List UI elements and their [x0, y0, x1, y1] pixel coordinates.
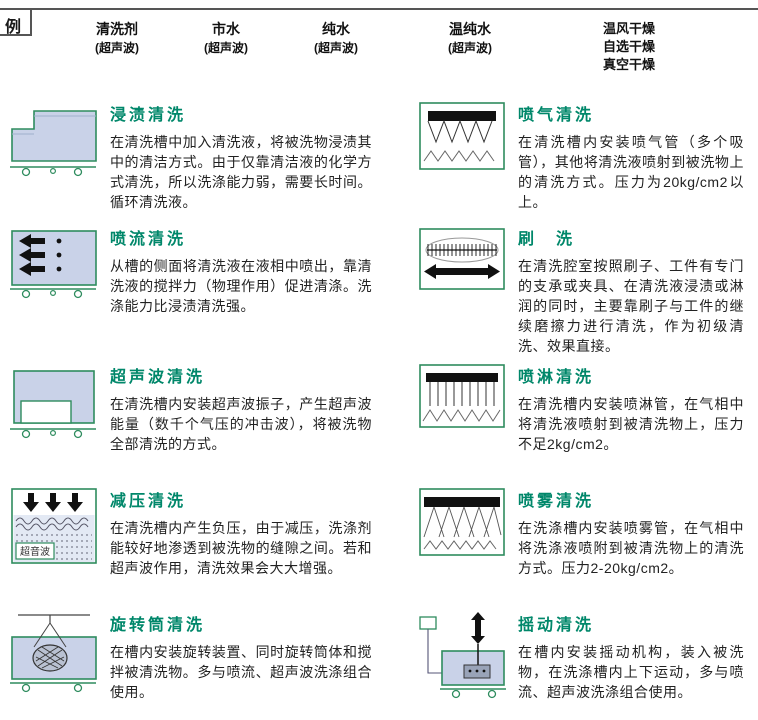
method-item-air-jet: 喷气清洗 在清洗槽内安装喷气管（多个吸管），其他将清洗液喷射到被洗物上的清洗方式…: [414, 94, 750, 218]
header-col-title: 自选干燥: [602, 39, 655, 55]
header-col-title: 温风干燥: [602, 21, 655, 36]
immersion-tank-diagram-icon: [6, 99, 110, 218]
methods-grid: 浸渍清洗 在清洗槽中加入清洗液，将被洗物浸渍其中的清洁方式。由于仅靠清洁液的化学…: [0, 92, 758, 720]
process-step-headers: 清洗剂 (超声波) 市水 (超声波) 纯水 (超声波) 温纯水 (超声波) 温风…: [58, 10, 714, 75]
header-col-subtitle: (超声波): [314, 40, 358, 55]
jet-flow-tank-diagram-icon: [6, 223, 110, 356]
header-col-subtitle: (超声波): [204, 40, 248, 55]
method-item-ultrasonic: 超声波清洗 在清洗槽内安装超声波振子，产生超声波能量（数千个气压的冲击波），将被…: [6, 356, 414, 480]
header-col-subtitle: (超声波): [448, 40, 492, 55]
method-title: 减压清洗: [110, 493, 187, 511]
rocking-tank-diagram-icon: [419, 612, 506, 699]
header-col-drying: 温风干燥 自选干燥 真空干燥: [544, 20, 714, 75]
method-item-immersion: 浸渍清洗 在清洗槽中加入清洗液，将被洗物浸渍其中的清洁方式。由于仅靠清洁液的化学…: [6, 94, 414, 218]
method-description: 在槽内安装旋转装置、同时旋转筒体和搅拌被清洗物。多与喷流、超声波洗涤组合使用。: [110, 644, 372, 701]
method-description: 在槽内安装摇动机构，装入被洗物，在洗涤槽内上下运动，多与喷流、超声波洗涤组合使用…: [518, 644, 744, 701]
method-description: 在清洗槽内安装超声波振子，产生超声波能量（数千个气压的冲击波），将被洗物全部清洗…: [110, 396, 372, 453]
ultrasonic-label: 超音波: [20, 545, 50, 558]
method-description: 在清洗槽内安装喷淋管，在气相中将清洗液喷射到被清洗物上，压力不足2kg/cm2。: [518, 396, 744, 453]
rocking-tank-diagram-icon: [414, 609, 518, 720]
brush-wash-diagram-icon: [414, 223, 518, 356]
method-title: 喷雾清洗: [518, 493, 595, 511]
header-col-subtitle: (超声波): [95, 40, 139, 55]
legend-header: 例 清洗剂 (超声波) 市水 (超声波) 纯水 (超声波) 温纯水 (超声波) …: [0, 10, 758, 92]
shower-spray-diagram-icon: [414, 361, 518, 480]
mist-spray-diagram-icon: [419, 488, 505, 557]
method-description: 从槽的侧面将清洗液在液相中喷出，靠清洗液的搅拌力（物理作用）促进清涤。洗涤能力比…: [110, 258, 372, 314]
method-description: 在清洗腔室按照刷子、工件有专门的支承或夹具、在清洗液浸渍或淋润的同时，主要靠刷子…: [518, 258, 744, 354]
rotating-drum-diagram-icon: [10, 614, 97, 693]
method-title: 喷淋清洗: [518, 369, 595, 387]
method-item-mist-spray: 喷雾清洗 在洗涤槽内安装喷雾管，在气相中将洗涤液喷附到被清洗物上的清洗方式。压力…: [414, 480, 750, 604]
method-description: 在清洗槽内安装喷气管（多个吸管），其他将清洗液喷射到被洗物上的清洗方式。压力为2…: [518, 134, 744, 210]
header-col-warm-pure-water: 温纯水 (超声波): [396, 20, 544, 75]
method-title: 刷 洗: [518, 231, 576, 248]
immersion-tank-diagram-icon: [10, 110, 97, 177]
air-jet-diagram-icon: [419, 102, 505, 170]
rotating-drum-diagram-icon: [6, 609, 110, 720]
vacuum-chamber-diagram-icon: 超音波: [6, 485, 110, 604]
method-description: 在洗涤槽内安装喷雾管，在气相中将洗涤液喷附到被清洗物上的清洗方式。压力2-20k…: [518, 520, 744, 577]
method-item-rotary-drum: 旋转筒清洗 在槽内安装旋转装置、同时旋转筒体和搅拌被清洗物。多与喷流、超声波洗涤…: [6, 604, 414, 720]
brush-wash-diagram-icon: [419, 228, 505, 290]
header-col-title: 温纯水: [449, 21, 491, 37]
header-col-title: 清洗剂: [96, 21, 138, 37]
method-item-brush: 刷 洗 在清洗腔室按照刷子、工件有专门的支承或夹具、在清洗液浸渍或淋润的同时，主…: [414, 218, 750, 356]
method-item-jet-flow: 喷流清洗 从槽的侧面将清洗液在液相中喷出，靠清洗液的搅拌力（物理作用）促进清涤。…: [6, 218, 414, 356]
jet-flow-tank-diagram-icon: [10, 230, 97, 299]
header-col-title: 纯水: [322, 21, 350, 37]
vacuum-chamber-diagram-icon: 超音波: [11, 488, 97, 565]
example-label-text: 例: [5, 19, 22, 36]
method-title: 超声波清洗: [110, 369, 206, 387]
ultrasonic-tank-diagram-icon: [6, 361, 110, 480]
mist-spray-diagram-icon: [414, 485, 518, 604]
header-col-pure-water: 纯水 (超声波): [276, 20, 396, 75]
header-col-cleaning-agent: 清洗剂 (超声波): [58, 20, 176, 75]
shower-spray-diagram-icon: [419, 364, 505, 429]
ultrasonic-tank-diagram-icon: [10, 370, 96, 439]
header-col-title: 市水: [212, 21, 240, 37]
method-item-vacuum: 超音波 减压清洗 在清洗槽内产生负压，由于减压，洗涤剂能较好地渗透到被洗物的缝隙…: [6, 480, 414, 604]
method-title: 喷流清洗: [110, 231, 187, 248]
example-label: 例: [0, 10, 32, 36]
top-rule: [0, 8, 758, 10]
method-item-shower: 喷淋清洗 在清洗槽内安装喷淋管，在气相中将清洗液喷射到被清洗物上，压力不足2kg…: [414, 356, 750, 480]
method-title: 浸渍清洗: [110, 107, 187, 124]
method-description: 在清洗槽中加入清洗液，将被洗物浸渍其中的清洁方式。由于仅靠清洁液的化学方式清洗，…: [110, 134, 372, 210]
header-col-city-water: 市水 (超声波): [176, 20, 276, 75]
method-item-rocking: 摇动清洗 在槽内安装摇动机构，装入被洗物，在洗涤槽内上下运动，多与喷流、超声波洗…: [414, 604, 750, 720]
header-col-title: 真空干燥: [602, 57, 655, 73]
air-jet-diagram-icon: [414, 99, 518, 218]
method-description: 在清洗槽内产生负压，由于减压，洗涤剂能较好地渗透到被洗物的缝隙之间。若和超声波作…: [110, 520, 372, 577]
method-title: 喷气清洗: [518, 107, 595, 124]
method-title: 摇动清洗: [518, 617, 595, 635]
method-title: 旋转筒清洗: [110, 617, 206, 635]
